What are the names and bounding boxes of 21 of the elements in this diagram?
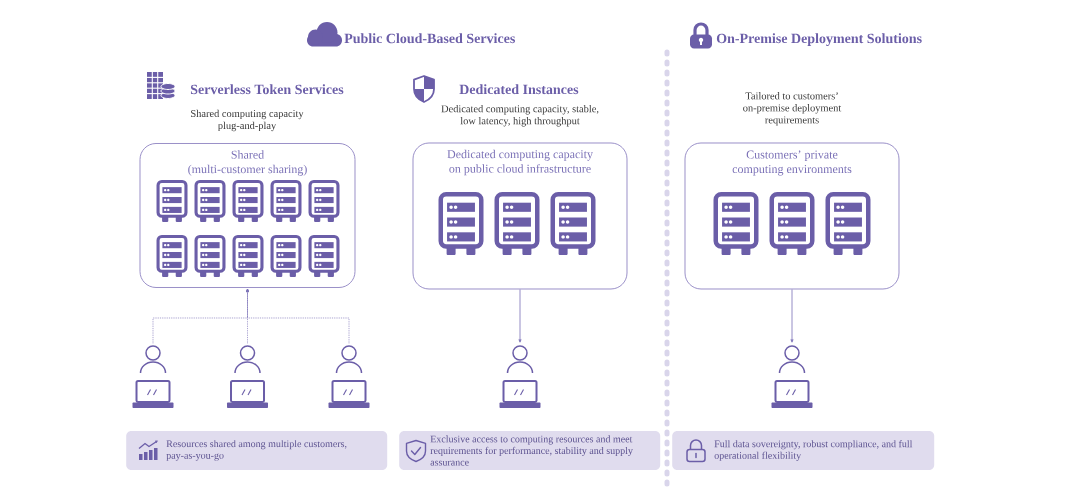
- description-text: Tailored to customers’ on-premise deployment requirements: [743, 92, 842, 126]
- dotted-arrow: [246, 288, 350, 344]
- rounded-box: Dedicated computing capacity on public cloud infrastructure: [412, 142, 628, 290]
- description-text: Shared computing capacity plug-and-play: [191, 109, 304, 132]
- user-laptop-icon: [771, 345, 813, 408]
- section-heading: On-Premise Deployment Solutions: [716, 33, 922, 46]
- info-panel: Full data sovereignty, robust compliance, and full operational flexibility: [672, 431, 935, 470]
- section-heading: Dedicated Instances: [459, 84, 579, 95]
- user-laptop-icon: [227, 345, 268, 408]
- user-laptop-icon: [499, 345, 541, 408]
- description-text: Dedicated computing capacity, stable, low latency, high throughput: [441, 105, 599, 127]
- user-laptop-icon: [328, 345, 370, 408]
- info-panel: Exclusive access to computing resources and meet requirements for performance, stability and supply assurance: [399, 431, 661, 470]
- section-heading: Serverless Token Services: [190, 84, 344, 95]
- arrow: [518, 289, 522, 343]
- user-laptop-icon: [132, 345, 174, 408]
- info-panel: Resources shared among multiple customers, pay-as-you-go: [126, 431, 388, 470]
- section-heading: Public Cloud-Based Services: [344, 33, 515, 44]
- rounded-box: Customers’ private computing environments: [684, 142, 900, 290]
- rounded-box: Shared (multi-customer sharing): [139, 143, 356, 288]
- arrow: [790, 289, 794, 343]
